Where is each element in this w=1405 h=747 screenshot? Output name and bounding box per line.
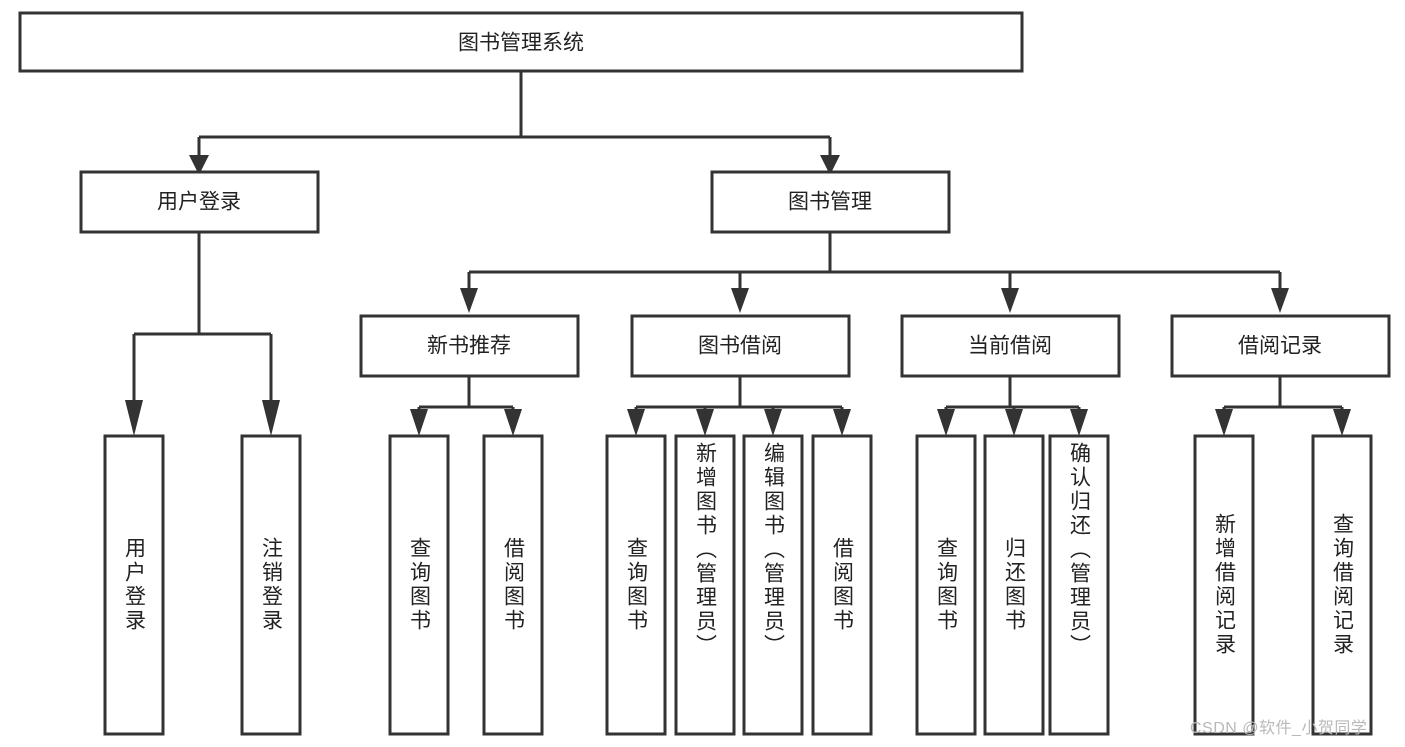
node-leaf-borrow-record-1[interactable] — [1311, 434, 1373, 736]
arrow-head-currentborrow-leaf-2 — [1070, 409, 1088, 436]
node-current-borrow-label: 当前借阅 — [968, 335, 1052, 358]
node-root-book-management-system[interactable] — [18, 11, 1024, 73]
arrow-head-bookborrow-leaf-1 — [696, 409, 714, 436]
node-root-label: 图书管理系统 — [458, 32, 584, 55]
arrow-head-bookborrow-leaf-2 — [764, 409, 782, 436]
arrow-head-level3-0 — [460, 288, 478, 313]
node-layer: 图书管理系统 用户登录 图书管理 新书推荐 图书借阅 当前借阅 借阅记录 — [18, 11, 1391, 736]
arrow-head-currentborrow-leaf-0 — [937, 409, 955, 436]
arrow-head-userlogin-leaf-1 — [262, 400, 280, 436]
arrow-head-newbook-leaf-1 — [504, 409, 522, 436]
node-leaf-current-borrow-1[interactable] — [983, 434, 1045, 736]
node-borrow-record[interactable] — [1170, 314, 1391, 378]
node-leaf-user-login-1[interactable] — [240, 434, 302, 736]
arrow-head-level3-2 — [1001, 288, 1019, 313]
node-leaf-current-borrow-0[interactable] — [915, 434, 977, 736]
node-leaf-borrow-record-0[interactable] — [1193, 434, 1255, 736]
node-leaf-book-borrow-1[interactable] — [674, 434, 736, 736]
node-leaf-book-borrow-0[interactable] — [605, 434, 667, 736]
node-leaf-new-book-0[interactable] — [388, 434, 450, 736]
arrow-head-user-login — [189, 155, 209, 175]
node-current-borrow[interactable] — [900, 314, 1121, 378]
node-leaf-user-login-0[interactable] — [103, 434, 165, 736]
arrow-head-currentborrow-leaf-1 — [1005, 409, 1023, 436]
node-new-book-recommend[interactable] — [359, 314, 580, 378]
connector-layer — [125, 71, 1351, 436]
node-leaf-current-borrow-2[interactable] — [1048, 434, 1110, 736]
node-leaf-book-borrow-3[interactable] — [811, 434, 873, 736]
arrow-head-newbook-leaf-0 — [410, 409, 428, 436]
node-leaf-new-book-1[interactable] — [482, 434, 544, 736]
node-leaf-book-borrow-2[interactable] — [742, 434, 804, 736]
arrow-head-userlogin-leaf-0 — [125, 400, 143, 436]
node-user-login-label: 用户登录 — [157, 191, 241, 214]
csdn-watermark: CSDN @软件_小贺同学 — [1190, 720, 1368, 737]
arrow-head-level3-1 — [731, 288, 749, 313]
arrow-head-bookborrow-leaf-0 — [627, 409, 645, 436]
node-book-management-label: 图书管理 — [788, 191, 872, 214]
arrow-head-level3-3 — [1271, 288, 1289, 313]
node-book-borrow-label: 图书借阅 — [698, 335, 782, 358]
node-borrow-record-label: 借阅记录 — [1238, 335, 1322, 358]
node-book-management[interactable] — [710, 170, 951, 234]
arrow-head-borrowrecord-leaf-0 — [1215, 409, 1233, 436]
arrow-head-borrowrecord-leaf-1 — [1333, 409, 1351, 436]
node-new-book-recommend-label: 新书推荐 — [427, 335, 511, 358]
node-user-login[interactable] — [79, 170, 320, 234]
node-book-borrow[interactable] — [630, 314, 851, 378]
arrow-head-bookborrow-leaf-3 — [833, 409, 851, 436]
arrow-head-book-mgmt — [820, 155, 840, 175]
